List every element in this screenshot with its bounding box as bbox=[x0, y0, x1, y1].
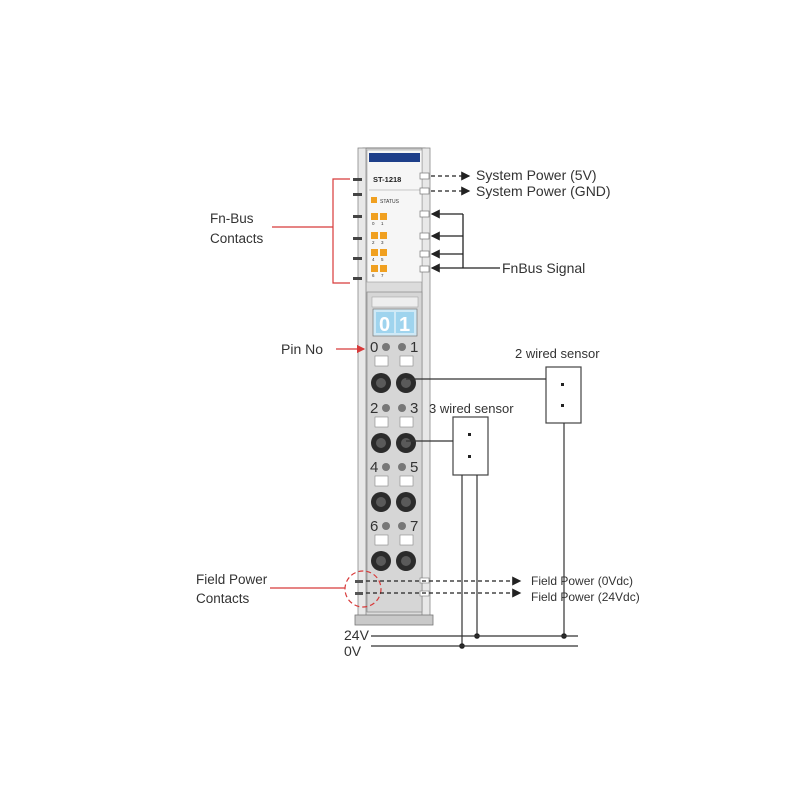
terminal-row: 2 3 bbox=[370, 400, 418, 453]
led-number: 4 bbox=[372, 257, 375, 262]
led-number: 0 bbox=[372, 221, 375, 226]
two-wired-sensor-label: 2 wired sensor bbox=[515, 346, 600, 361]
channel-led bbox=[380, 213, 387, 220]
status-led bbox=[371, 197, 377, 203]
channel-led bbox=[371, 249, 378, 256]
pin-number: 5 bbox=[410, 459, 418, 476]
system-power-5v-label: System Power (5V) bbox=[476, 167, 597, 183]
channel-led bbox=[371, 265, 378, 272]
power-rails: 24V 0V bbox=[344, 627, 578, 659]
field-power-contacts-label: Contacts bbox=[196, 591, 250, 606]
system-power-gnd-label: System Power (GND) bbox=[476, 183, 611, 199]
field-power-contacts-label: Field Power bbox=[196, 572, 268, 587]
led-number: 2 bbox=[372, 240, 375, 245]
pin-number: 7 bbox=[410, 518, 418, 535]
terminal-row: 0 1 bbox=[370, 339, 418, 393]
three-wired-sensor: 3 wired sensor bbox=[406, 401, 514, 649]
led-number: 5 bbox=[381, 257, 384, 262]
fnbus-contacts-label: Fn-Bus bbox=[210, 211, 254, 226]
channel-led bbox=[371, 213, 378, 220]
pin-number: 1 bbox=[410, 339, 418, 356]
terminal-row: 6 7 bbox=[370, 518, 418, 571]
field-power-24vdc-label: Field Power (24Vdc) bbox=[531, 590, 640, 604]
led-number: 7 bbox=[381, 273, 384, 278]
io-module: ST-1218 STATUS 0 1 2 3 4 5 6 7 bbox=[353, 147, 434, 626]
channel-leds: 0 1 2 3 4 5 6 7 bbox=[371, 213, 387, 278]
led-number: 3 bbox=[381, 240, 384, 245]
two-wired-sensor: 2 wired sensor bbox=[406, 346, 600, 639]
display-digit: 0 bbox=[379, 314, 390, 336]
channel-led bbox=[380, 232, 387, 239]
status-label: STATUS bbox=[380, 199, 400, 205]
pin-number: 6 bbox=[370, 518, 378, 535]
fnbus-contacts-right bbox=[419, 172, 430, 273]
rail-24v-label: 24V bbox=[344, 627, 370, 643]
sensor-box bbox=[452, 416, 489, 476]
module-model: ST-1218 bbox=[373, 175, 401, 184]
pin-number: 3 bbox=[410, 400, 418, 417]
led-number: 1 bbox=[381, 221, 384, 226]
system-power-arrows: System Power (5V) System Power (GND) bbox=[431, 167, 611, 199]
fnbus-contacts-callout: Fn-Bus Contacts bbox=[210, 178, 350, 284]
channel-led bbox=[380, 249, 387, 256]
pin-number: 2 bbox=[370, 400, 378, 417]
fnbus-contacts-left bbox=[353, 178, 362, 280]
field-power-0vdc-label: Field Power (0Vdc) bbox=[531, 574, 633, 588]
module-blue-header bbox=[369, 153, 420, 162]
sensor-box bbox=[545, 366, 582, 424]
pin-no-callout: Pin No bbox=[281, 341, 366, 357]
three-wired-sensor-label: 3 wired sensor bbox=[429, 401, 514, 416]
rail-0v-label: 0V bbox=[344, 643, 362, 659]
field-power-contacts-callout: Field Power Contacts bbox=[196, 570, 382, 608]
channel-led bbox=[380, 265, 387, 272]
pin-number: 4 bbox=[370, 459, 378, 476]
display-digit: 1 bbox=[399, 314, 410, 336]
terminal-row: 4 5 bbox=[370, 459, 418, 512]
fnbus-signal-label: FnBus Signal bbox=[502, 260, 585, 276]
pin-no-label: Pin No bbox=[281, 341, 323, 357]
field-power-contacts bbox=[355, 580, 363, 595]
fnbus-signal-arrows: FnBus Signal bbox=[430, 209, 585, 276]
led-number: 6 bbox=[372, 273, 375, 278]
field-power-arrows: Field Power (0Vdc) Field Power (24Vdc) bbox=[366, 574, 640, 604]
fnbus-contacts-label: Contacts bbox=[210, 231, 264, 246]
pin-number: 0 bbox=[370, 339, 378, 356]
channel-led bbox=[371, 232, 378, 239]
